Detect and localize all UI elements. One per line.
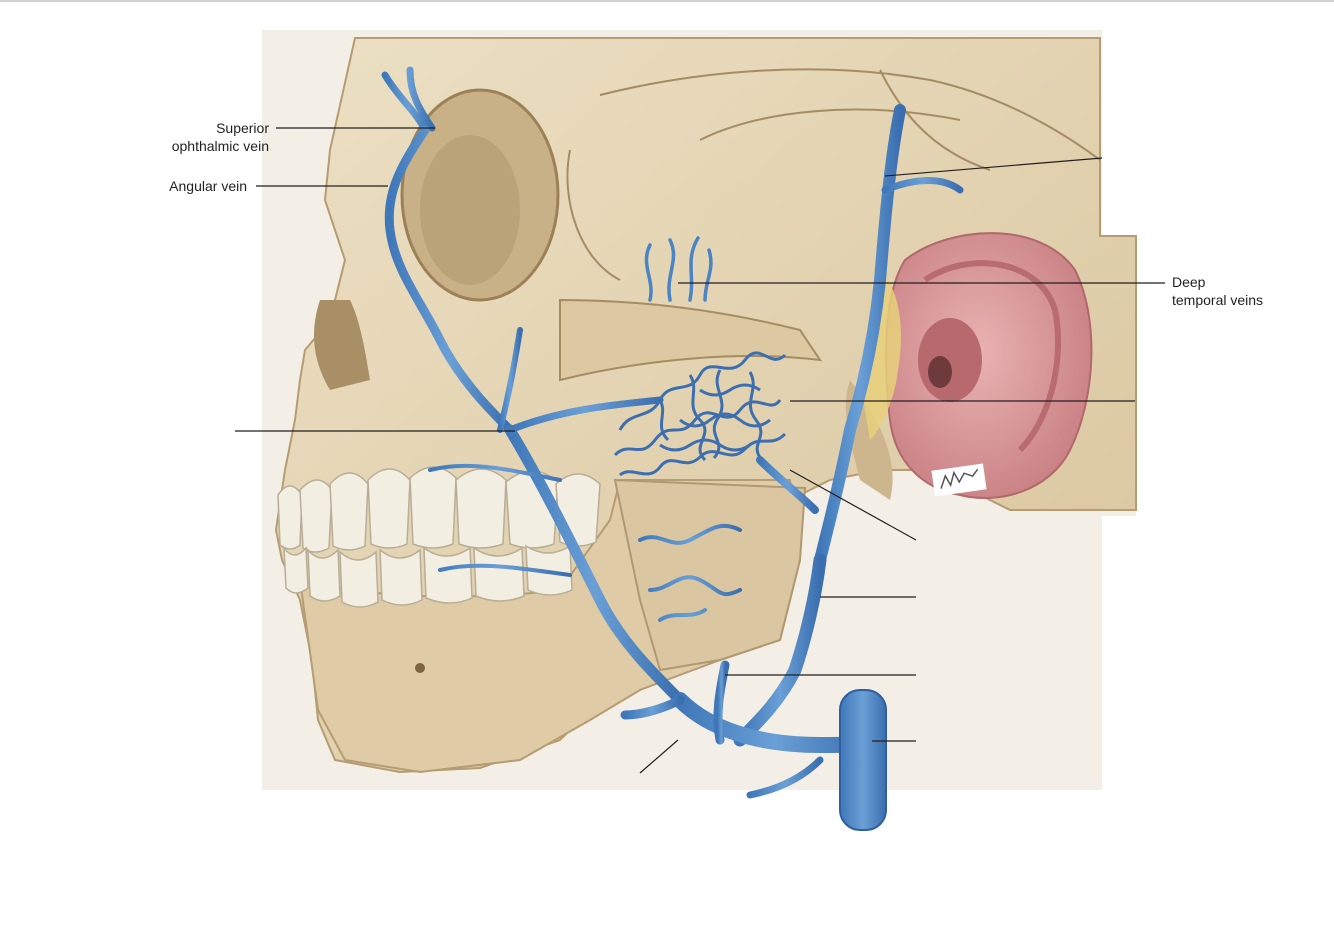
tooth (307, 547, 341, 602)
tooth (379, 548, 423, 606)
auricle (884, 232, 1093, 499)
label-superior-ophthalmic-vein: Superior ophthalmic vein (171, 120, 269, 154)
orbit-depth (420, 135, 520, 285)
retromandibular-vein (733, 553, 827, 747)
lingual-branch (713, 660, 730, 745)
teeth (277, 466, 601, 608)
tooth (339, 550, 379, 608)
helix-fold (923, 260, 1062, 453)
temporal-branch (881, 177, 964, 194)
tooth (409, 466, 457, 549)
nasal-aperture (314, 300, 370, 390)
tooth (455, 468, 507, 549)
labial-veins (428, 463, 572, 577)
deep-facial-vein (506, 396, 664, 434)
label-deep-temporal-veins: Deep temporal veins (1172, 274, 1264, 308)
maxillary-vein (756, 456, 819, 514)
mandibular-branches (638, 523, 742, 622)
ear-canal (928, 356, 952, 388)
lower-branch (746, 756, 824, 799)
nasal-branch (497, 327, 523, 433)
deep-temporal-vein-branches (644, 236, 713, 302)
tooth (473, 546, 525, 602)
skull (274, 37, 1137, 774)
leader-facial (639, 739, 679, 774)
suture-lines (566, 68, 1101, 281)
tooth (329, 472, 369, 551)
zygomatic-arch (559, 298, 823, 382)
superior-ophthalmic-vein (381, 66, 436, 134)
tooth (423, 546, 473, 604)
tooth (299, 479, 333, 553)
internal-jugular-vein (839, 689, 887, 831)
tooth (283, 545, 309, 594)
concha (918, 318, 982, 402)
tooth (367, 468, 411, 549)
pterygoid-plexus (613, 351, 787, 477)
artist-signature-icon (931, 463, 987, 497)
submental-branch (620, 695, 685, 720)
leader-superficial-temporal (884, 157, 1103, 177)
leader-lines (235, 127, 1165, 774)
label-angular-vein: Angular vein (169, 178, 247, 194)
angular-vein (384, 125, 515, 435)
top-border (0, 0, 1334, 2)
leader-maxillary (789, 469, 917, 541)
tooth (277, 485, 303, 550)
mental-foramen (415, 663, 425, 673)
